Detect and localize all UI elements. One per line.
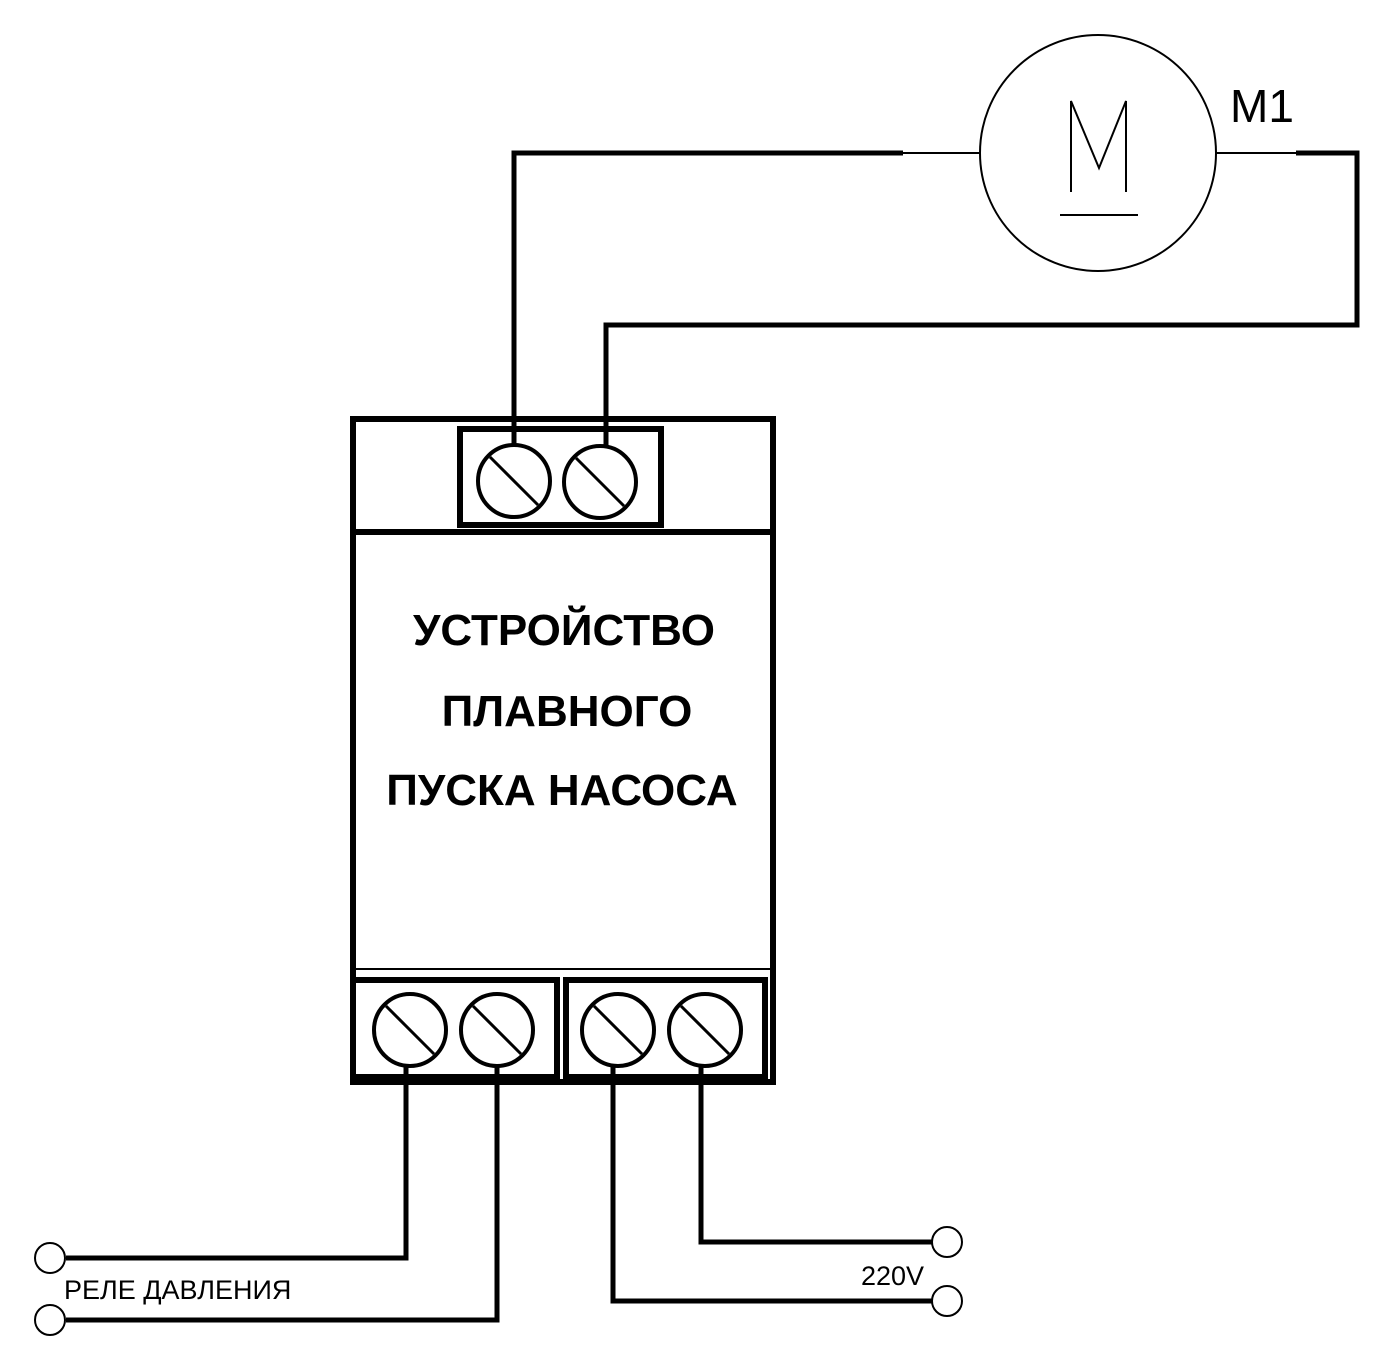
terminal-screw-supply-2: [667, 992, 743, 1068]
terminal-screw-supply-1: [580, 992, 656, 1068]
wire-motor-right-thick: [603, 150, 1360, 445]
motor-designator: M1: [1230, 80, 1294, 132]
motor-circle: [979, 34, 1217, 272]
motor-wiring: [511, 150, 1360, 445]
supply-voltage-label: 220V: [861, 1261, 924, 1291]
pressure-relay-wiring: РЕЛЕ ДАВЛЕНИЯ: [34, 1066, 500, 1336]
relay-connector-2: [34, 1304, 66, 1336]
wire-supply-1: [698, 1066, 932, 1245]
wire-motor-left-thick: [511, 150, 903, 445]
pressure-relay-label: РЕЛЕ ДАВЛЕНИЯ: [64, 1275, 291, 1305]
device-label-line-1: УСТРОЙСТВО: [413, 604, 715, 655]
terminal-screw-motor-2: [562, 444, 638, 520]
terminal-block-supply: [563, 977, 768, 1080]
terminal-screw-relay-1: [372, 992, 448, 1068]
relay-connector-1: [34, 1242, 66, 1274]
motor-m1: M1: [979, 34, 1294, 272]
supply-wiring: 220V: [610, 1066, 963, 1317]
device-label-line-2: ПЛАВНОГО: [442, 687, 693, 736]
wire-relay-2: [66, 1066, 500, 1323]
wire-relay-1: [66, 1066, 409, 1261]
terminal-screw-relay-2: [459, 992, 535, 1068]
terminal-block-motor: [457, 426, 664, 528]
device-body: [350, 416, 776, 1085]
terminal-screw-motor-1: [476, 443, 552, 519]
terminal-block-relay: [350, 977, 560, 1080]
supply-connector-1: [931, 1226, 963, 1258]
soft-starter-device: УСТРОЙСТВО ПЛАВНОГО ПУСКА НАСОСА: [350, 416, 776, 1085]
device-label-line-3: ПУСКА НАСОСА: [386, 766, 737, 815]
motor-letter-m: [1070, 100, 1127, 192]
wire-supply-2: [610, 1066, 932, 1304]
supply-connector-2: [931, 1285, 963, 1317]
